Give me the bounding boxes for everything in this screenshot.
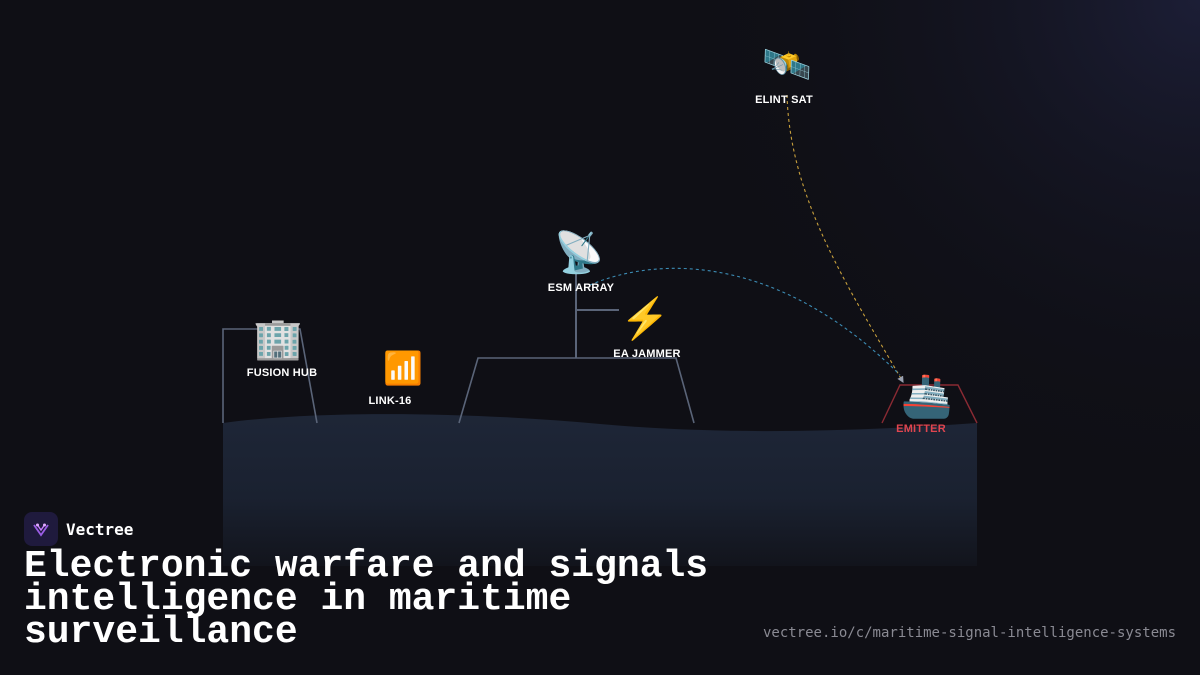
- link16-label: LINK-16: [368, 395, 412, 407]
- link-esm-array-to-emitter: [589, 267, 901, 376]
- signal-bars-icon: 📶: [383, 350, 423, 386]
- satellite-dish-icon: 📡: [554, 227, 604, 275]
- brand[interactable]: Vectree: [24, 512, 133, 546]
- sea-surface: [223, 414, 977, 566]
- fusion-hub-label: FUSION HUB: [246, 367, 318, 379]
- brand-name: Vectree: [66, 519, 134, 539]
- esm-array-label: ESM ARRAY: [547, 282, 615, 294]
- emitter-label: EMITTER: [896, 423, 946, 435]
- fusion-hub-outline: [222, 328, 318, 424]
- satellite-icon: 🛰️: [762, 43, 812, 87]
- lightning-icon: ⚡: [620, 295, 670, 342]
- ship-icon: 🚢: [901, 372, 953, 420]
- page-title: Electronic warfare and signals intellige…: [24, 545, 709, 654]
- source-url[interactable]: vectree.io/c/maritime-signal-intelligenc…: [762, 625, 1176, 641]
- emitter-outline: [881, 384, 978, 424]
- link-elint-sat-to-emitter: [786, 94, 904, 383]
- vectree-logo-icon: [24, 512, 58, 546]
- office-building-icon: 🏢: [253, 317, 303, 361]
- ea-jammer-label: EA JAMMER: [613, 348, 681, 360]
- elint-sat-label: ELINT SAT: [755, 94, 813, 106]
